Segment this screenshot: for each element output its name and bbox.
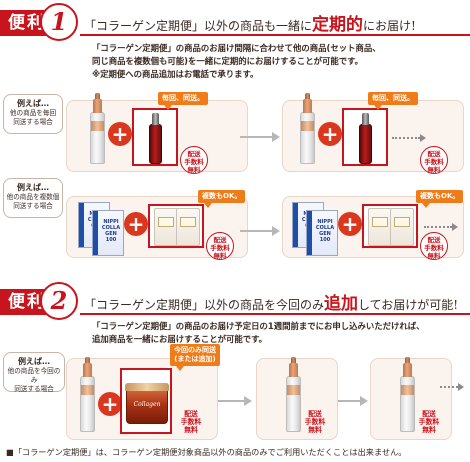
benefit2-number: 2 [40,282,78,320]
headline-end: にお届け! [363,19,416,33]
serum-bottle-image [359,113,372,164]
arrow-right-icon [420,134,426,142]
benefit1-number: 1 [40,3,78,41]
arrow-right-icon [360,396,368,406]
example-line: 同送する場合 [13,118,53,126]
plus-icon: + [338,212,362,236]
headline-end: してお届けが可能! [358,298,459,312]
arrow-line [240,136,274,138]
desc-line: 「コラーゲン定期便」の商品のお届け予定日の1週間前までにお申し込みいただければ、 [92,321,425,331]
supplement-pouch-image [176,208,200,246]
benefit1-underline [80,34,470,36]
example-lead: 例えば… [18,357,50,366]
free-shipping-badge: 配送 手数料 無料 [420,232,448,260]
plus-icon: + [124,212,148,236]
arrow-right-icon [244,396,252,406]
example-line: 同送する場合 [14,385,54,393]
collagen-bottle-image [400,357,415,432]
example-label: 例えば… 他の商品を毎回 同送する場合 [3,94,63,134]
benefit2-underline [80,313,470,315]
collagen-bottle-image [286,357,301,432]
desc-line: 「コラーゲン定期便」の商品のお届け間隔に合わせて他の商品(セット商品、 [92,43,381,53]
free-shipping-label: 配送 手数料 無料 [304,410,326,434]
arrow-line [240,230,274,232]
free-shipping-label: 配送 手数料 無料 [418,410,440,434]
bubble-multiple-ok: 複数もOK。 [198,190,246,208]
bubble-this-time-only: 今回のみ同送(または追加) [170,344,220,371]
bubble-every-time: 毎回、同送。 [368,92,418,110]
dotted-arrow-line [392,137,420,139]
nippi-collagen-box-image: NIPPI COLLA GEN 100 [306,210,338,256]
free-shipping-badge: 配送 手数料 無料 [180,146,208,174]
dotted-arrow-line [440,386,458,388]
nippi-collagen-box-image: NIPPI COLLA GEN 100 [92,210,124,256]
collagen-bottle-image [90,93,105,164]
desc-line: 追加商品を一緒にお届けすることが可能です。 [92,334,268,344]
headline-quote: 「コラーゲン定期便」 [84,298,205,312]
example-lead: 例えば… [17,183,49,192]
example-label: 例えば… 他の商品を複数個 同送する場合 [3,178,63,218]
headline-emphasis: 追加 [324,294,359,314]
headline-mid: 以外の商品も一緒に [204,19,313,33]
footnote: ■「コラーゲン定期便」は、コラーゲン定期便対象商品以外の商品のみでご利用いただく… [6,447,407,457]
example-label: 例えば… 他の商品を今回のみ 同送する場合 [3,352,65,393]
benefit2-description: 「コラーゲン定期便」の商品のお届け予定日の1週間前までにお申し込みいただければ、… [92,320,424,346]
plus-icon: + [318,122,342,146]
headline-mid: 以外の商品を今回のみ [204,298,325,312]
arrow-line [338,400,362,402]
arrow-right-icon [272,226,280,236]
example-lead: 例えば… [17,99,49,108]
plus-icon: + [98,392,122,416]
supplement-pouch-image [154,208,178,246]
benefit1-headline: 「コラーゲン定期便」以外の商品も一緒に定期的にお届け! [84,10,416,35]
plus-icon: + [108,122,132,146]
free-shipping-badge: 配送 手数料 無料 [420,146,448,174]
desc-line: 同じ商品を複数個も可能)を一緒に定期的にお届けすることが可能です。 [92,56,363,66]
headline-quote: 「コラーゲン定期便」 [84,19,205,33]
arrow-right-icon [458,383,464,391]
supplement-pouch-image [368,208,392,246]
headline-emphasis: 定期的 [312,15,364,35]
bubble-every-time: 毎回、同送。 [158,92,208,110]
collagen-bottle-image [300,93,315,164]
dotted-arrow-line [424,226,452,228]
serum-bottle-image [149,113,162,164]
benefit1-description: 「コラーゲン定期便」の商品のお届け間隔に合わせて他の商品(セット商品、 同じ商品… [92,42,381,81]
arrow-right-icon [272,132,280,142]
arrow-right-icon [452,223,458,231]
supplement-pouch-image [390,208,414,246]
arrow-line [218,400,246,402]
desc-line: ※定期便への商品追加はお電話で承ります。 [92,69,259,79]
free-shipping-label: 配送 手数料 無料 [180,410,202,434]
collagen-bottle-image [80,357,95,432]
example-line: 同送する場合 [13,202,53,210]
free-shipping-badge: 配送 手数料 無料 [206,232,234,260]
example-line: 他の商品を毎回 [9,109,57,117]
collagen-jar-image: Collagen [125,383,169,424]
bubble-multiple-ok: 複数もOK。 [416,190,464,208]
example-line: 他の商品を複数個 [6,193,60,201]
benefit2-headline: 「コラーゲン定期便」以外の商品を今回のみ追加してお届けが可能! [84,289,458,314]
example-line: 他の商品を今回のみ [7,367,61,384]
